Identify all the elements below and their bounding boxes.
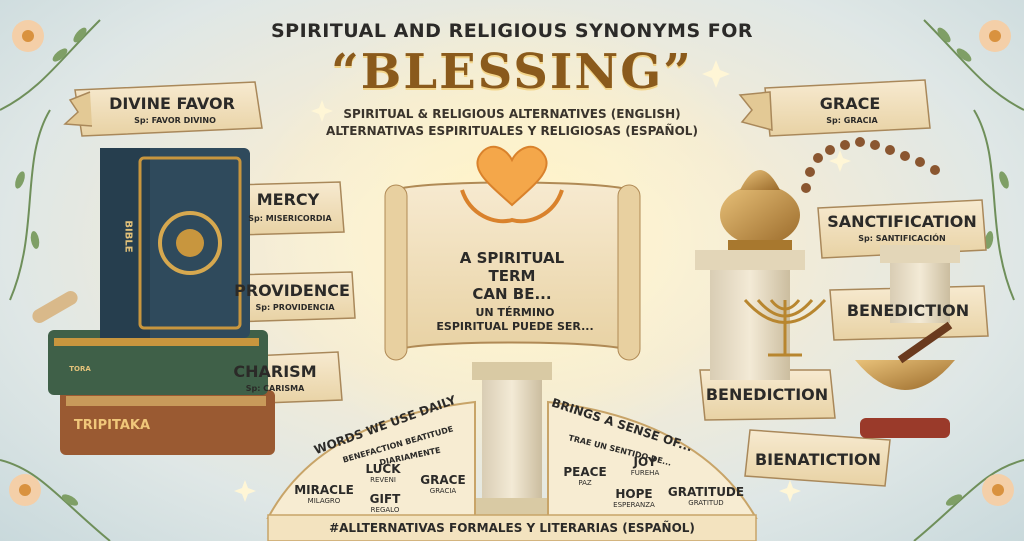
ribbon-grace: GRACE bbox=[819, 94, 881, 113]
incense-burner-icon bbox=[720, 170, 800, 252]
ribbon-charism-es: Sp: CARISMA bbox=[245, 384, 305, 393]
flower-icon bbox=[9, 20, 1014, 506]
ribbon-divine-favor: DIVINE FAVOR bbox=[109, 94, 235, 113]
ribbon-grace-es: Sp: GRACIA bbox=[826, 116, 878, 125]
scroll-line-3: CAN BE... bbox=[472, 285, 552, 303]
word-miracle-es: MILAGRO bbox=[307, 497, 341, 505]
title-top: SPIRITUAL AND RELIGIOUS SYNONYMS FOR bbox=[270, 20, 754, 42]
ribbon-providence-es: Sp: PROVIDENCIA bbox=[255, 303, 335, 312]
leaf-cluster bbox=[15, 27, 1009, 506]
footer-banner: #ALLTERNATIVAS FORMALES Y LITERARIAS (ES… bbox=[329, 521, 695, 535]
word-peace: PEACE bbox=[563, 465, 607, 479]
center-pillar bbox=[466, 362, 558, 518]
word-joy: JOY bbox=[633, 455, 657, 469]
word-peace-es: PAZ bbox=[578, 479, 592, 487]
subtitle-english: SPIRITUAL & RELIGIOUS ALTERNATIVES (ENGL… bbox=[343, 107, 681, 121]
word-luck-es: REVENI bbox=[370, 476, 396, 484]
pillars-right bbox=[695, 245, 960, 380]
singing-bowl-icon bbox=[855, 321, 955, 438]
ribbon-benediction-right: BENEDICTION bbox=[846, 301, 970, 320]
flower-icon bbox=[0, 19, 1024, 541]
ribbon-benediction-left: BENEDICTION bbox=[705, 385, 829, 404]
word-gratitude-es: GRATITUD bbox=[688, 499, 724, 507]
menorah-icon bbox=[743, 299, 827, 357]
ribbon-divine-favor-es: Sp: FAVOR DIVINO bbox=[134, 116, 216, 125]
page-title: “BLESSING” bbox=[331, 44, 693, 100]
heart-hands-icon bbox=[460, 145, 564, 224]
word-grace: GRACE bbox=[420, 473, 466, 487]
right-ribbon-shapes bbox=[699, 79, 989, 487]
ribbon-sanctification: SANCTIFICATION bbox=[827, 212, 977, 231]
ribbon-charism: CHARISM bbox=[233, 362, 317, 381]
ribbon-mercy: MERCY bbox=[256, 190, 320, 209]
ribbon-mercy-es: Sp: MISERICORDIA bbox=[248, 214, 332, 223]
books-stack bbox=[48, 148, 275, 455]
star-icon bbox=[234, 60, 851, 502]
ribbon-providence: PROVIDENCE bbox=[234, 281, 350, 300]
subtitle-spanish: ALTERNATIVAS ESPIRITUALES Y RELIGIOSAS (… bbox=[326, 124, 698, 138]
word-gift-es: REGALO bbox=[370, 506, 400, 514]
book-bible-label: BIBLE bbox=[122, 220, 134, 253]
bottom-arc bbox=[266, 400, 758, 541]
scroll-es-1: UN TÉRMINO bbox=[475, 306, 555, 319]
word-hope-es: ESPERANZA bbox=[613, 501, 655, 509]
word-miracle: MIRACLE bbox=[294, 483, 354, 497]
book-tripitaka-label: TRIPITAKA bbox=[73, 418, 151, 433]
ribbon-bienatiction: BIENATICTION bbox=[754, 450, 882, 469]
word-joy-es: FUREHA bbox=[630, 469, 660, 477]
scroll-es-2: ESPIRITUAL PUEDE SER... bbox=[436, 320, 594, 333]
scroll-line-2: TERM bbox=[488, 267, 536, 285]
center-scroll bbox=[384, 181, 641, 361]
word-luck: LUCK bbox=[365, 462, 401, 476]
ribbon-sanctification-es: Sp: SANTIFICACIÓN bbox=[858, 234, 946, 243]
word-gratitude: GRATITUDE bbox=[667, 485, 745, 499]
scroll-line-1: A SPIRITUAL bbox=[459, 249, 565, 267]
word-hope: HOPE bbox=[615, 487, 653, 501]
prayer-beads-icon bbox=[801, 137, 940, 193]
word-gift: GIFT bbox=[369, 492, 401, 506]
torah-scroll-icon bbox=[32, 291, 78, 323]
book-spine-label: TORA bbox=[69, 365, 91, 373]
word-grace-es: GRACIA bbox=[429, 487, 457, 495]
